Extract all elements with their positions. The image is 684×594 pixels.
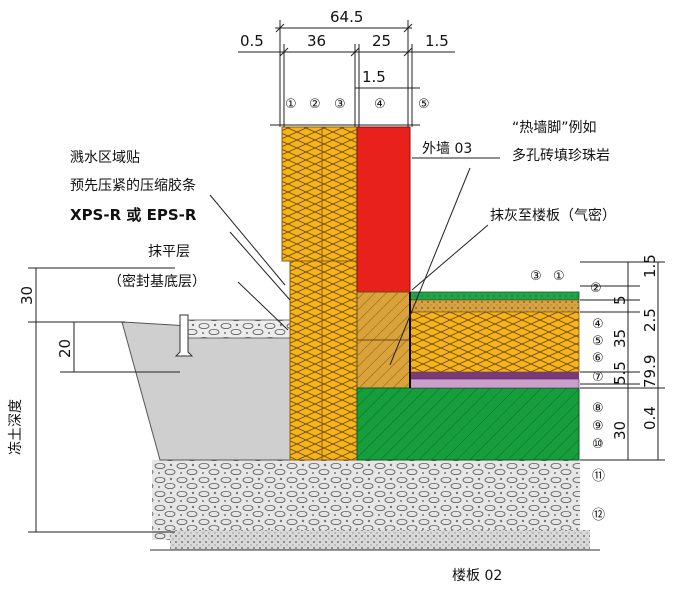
marker-right-6: ⑥ [592,351,604,366]
marker-top-3: ③ [334,97,346,112]
dim-r5: 5.5 [611,361,629,385]
top-dimension-lines [238,20,455,127]
right-dimension-lines [580,261,665,461]
outer-wall-red [356,126,411,293]
label-heat-2: 多孔砖填珍珠岩 [512,147,610,164]
dim-r6: 79.9 [641,355,659,388]
dim-r1: 1.5 [641,254,659,278]
marker-right-12: ⑫ [592,508,605,523]
marker-right-2: ② [590,281,602,296]
dim-d5: 1.5 [362,68,386,86]
dim-r2: 5 [611,295,629,305]
label-slab: 楼板 02 [452,568,502,584]
dim-d4: 1.5 [425,32,449,50]
label-outer-wall: 外墙 03 [422,141,472,157]
marker-top-4: ④ [374,97,386,112]
left-dimension-lines [28,267,180,533]
label-splash-2: 预先压紧的压缩胶条 [70,177,196,194]
label-xps: XPS-R 或 EPS-R [70,206,197,224]
marker-floor-3: ③ [530,269,542,284]
marker-right-8: ⑧ [592,401,604,416]
marker-right-5: ⑤ [592,334,604,349]
marker-top-5: ⑤ [418,97,430,112]
marker-top-2: ② [309,97,321,112]
dim-r7: 0.4 [641,406,659,430]
dim-d1: 0.5 [240,32,264,50]
marker-right-4: ④ [592,317,604,332]
label-level-2: （密封基底层） [108,273,206,290]
dim-r3: 2.5 [641,308,659,332]
dim-r4: 35 [611,329,629,348]
dim-overall: 64.5 [330,8,363,26]
anchor-bolt [174,314,194,357]
dim-r8: 30 [611,421,629,440]
label-plaster: 抹灰至楼板（气密） [490,207,616,224]
label-level-1: 抹平层 [148,244,190,260]
marker-top-1: ① [285,97,297,112]
marker-right-9: ⑨ [592,419,604,434]
dim-d2: 36 [307,32,326,50]
dim-l2: 20 [56,339,74,358]
marker-right-7: ⑦ [592,370,604,385]
dim-d3: 25 [372,32,391,50]
marker-right-10: ⑩ [592,437,604,452]
marker-right-11: ⑪ [592,469,605,484]
frost-depth-label: 冻土深度 [7,399,24,455]
floor-vapor-layer [410,372,579,379]
label-splash-1: 溅水区域贴 [70,150,140,166]
label-heat-1: “热墙脚”例如 [512,120,597,136]
floor-membrane [409,378,580,389]
concrete-grade-beam [121,321,291,461]
leader-lines [209,157,500,366]
marker-floor-1: ① [553,269,565,284]
dim-l1: 30 [18,286,36,305]
